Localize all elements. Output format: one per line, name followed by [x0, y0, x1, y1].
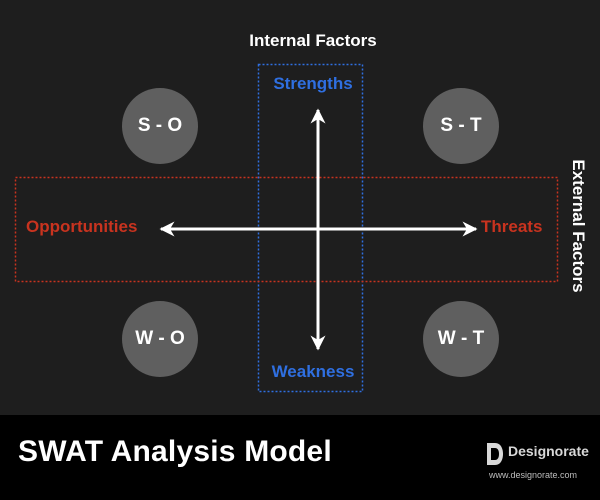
designorate-logo-icon — [487, 443, 503, 465]
quadrant-wo-label: W - O — [135, 328, 185, 349]
brand-url: www.designorate.com — [489, 470, 578, 480]
weakness-label: Weakness — [271, 362, 355, 381]
quadrant-so-circle: S - O — [122, 88, 198, 164]
strengths-label: Strengths — [273, 74, 353, 93]
quadrant-st-circle: S - T — [423, 88, 499, 164]
internal-factors-label: Internal Factors — [249, 31, 377, 50]
quadrant-wt-circle: W - T — [423, 301, 499, 377]
brand-name: Designorate — [508, 443, 589, 459]
internal-factors-box — [257, 63, 364, 393]
external-factors-label: External Factors — [569, 159, 588, 293]
external-factors-box — [14, 176, 559, 283]
quadrant-so-label: S - O — [137, 115, 183, 136]
diagram-lines — [14, 63, 559, 393]
diagram-canvas — [0, 0, 600, 415]
threats-label: Threats — [481, 217, 543, 236]
quadrant-st-label: S - T — [440, 115, 482, 136]
opportunities-label: Opportunities — [26, 217, 138, 236]
footer-title: SWAT Analysis Model — [18, 435, 332, 468]
quadrant-wo-circle: W - O — [122, 301, 198, 377]
quadrant-wt-label: W - T — [437, 328, 485, 349]
